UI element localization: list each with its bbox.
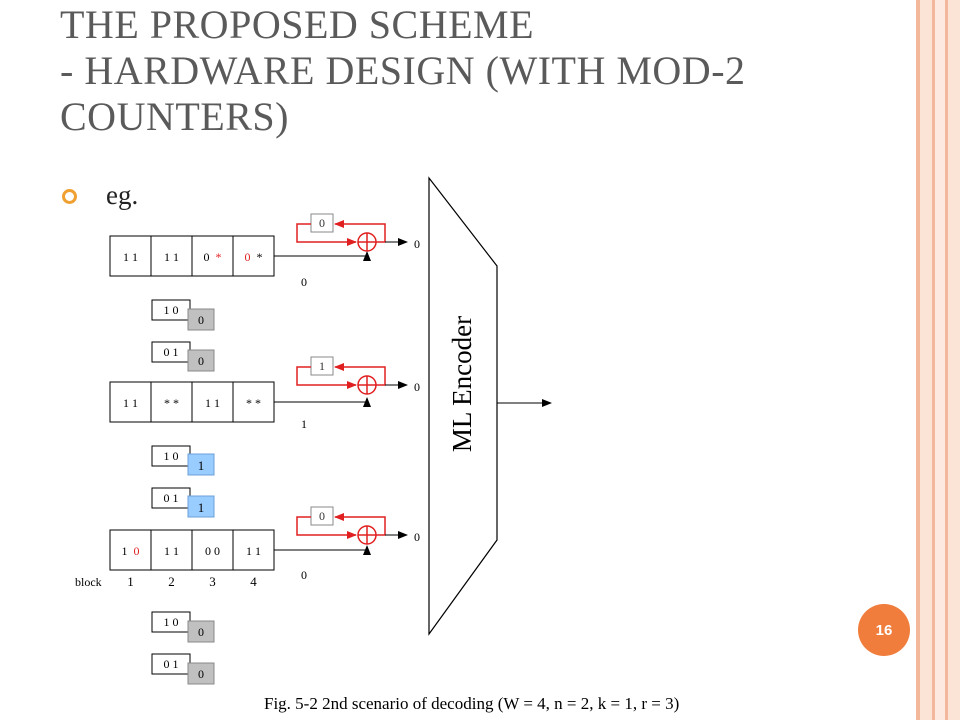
cell-text: * * bbox=[164, 396, 179, 410]
counter-value: 1 bbox=[198, 458, 205, 473]
counter-value-box bbox=[187, 620, 215, 643]
cell-text: 0 * bbox=[245, 250, 263, 264]
feedback-register bbox=[310, 213, 334, 233]
counter-value-box bbox=[187, 453, 215, 476]
encoder-label: ML Encoder bbox=[447, 316, 477, 452]
block-cell bbox=[232, 381, 275, 423]
counter-value-box bbox=[187, 495, 215, 518]
cell-text: 1 0 bbox=[122, 544, 140, 558]
feedback-value: 0 bbox=[319, 509, 325, 523]
counter-label: 0 1 bbox=[164, 345, 179, 359]
counter-value: 0 bbox=[198, 354, 204, 368]
title-line-2: - HARDWARE DESIGN (WITH MOD-2 bbox=[60, 48, 746, 93]
cell-bit-changed: * bbox=[216, 250, 222, 264]
block-cell bbox=[150, 235, 193, 277]
xor-unit-2: 1 1 0 bbox=[274, 356, 420, 431]
ml-encoder: ML Encoder bbox=[428, 176, 552, 636]
cell-bit-changed: 0 bbox=[245, 250, 251, 264]
counter-pair-2: 1 0 1 0 1 1 bbox=[151, 445, 215, 518]
cell-text: 1 1 bbox=[164, 250, 179, 264]
block-cell bbox=[109, 529, 152, 571]
feedback-value: 0 bbox=[319, 216, 325, 230]
counter-value: 0 bbox=[198, 313, 204, 327]
block-number: 2 bbox=[168, 574, 175, 589]
cell-text: 1 1 bbox=[164, 544, 179, 558]
cell-bit: 1 bbox=[122, 544, 128, 558]
cell-text: 1 1 bbox=[123, 250, 138, 264]
block-label: block bbox=[75, 575, 102, 589]
counter-value-box bbox=[187, 349, 215, 372]
block-number: 4 bbox=[250, 574, 257, 589]
xor-unit-3: 0 0 0 bbox=[274, 506, 420, 582]
cell-text: 0 0 bbox=[205, 544, 220, 558]
bullet-ring-icon bbox=[62, 189, 77, 204]
block-cell bbox=[109, 381, 152, 423]
title-line-1: THE PROPOSED SCHEME bbox=[60, 2, 535, 47]
counter-pair-1: 1 0 0 0 1 0 bbox=[151, 299, 215, 372]
block-cell bbox=[191, 529, 234, 571]
block-row-3: 1 0 1 1 0 0 1 1 bbox=[109, 529, 275, 571]
block-number: 1 bbox=[127, 574, 134, 589]
title-line-3: COUNTERS) bbox=[60, 94, 289, 139]
cell-bit-changed: 0 bbox=[134, 544, 140, 558]
cell-bit: 0 bbox=[204, 250, 210, 264]
feedback-register bbox=[310, 356, 334, 376]
slide-right-border bbox=[916, 0, 960, 720]
counter-value-box bbox=[187, 308, 215, 331]
block-row-2: 1 1 * * 1 1 * * bbox=[109, 381, 275, 423]
block-cell bbox=[232, 529, 275, 571]
xor-output-value: 0 bbox=[414, 530, 420, 544]
counter-label: 0 1 bbox=[164, 491, 179, 505]
block-cell bbox=[191, 235, 234, 277]
counter-label: 0 1 bbox=[164, 657, 179, 671]
counter-label: 1 0 bbox=[164, 449, 179, 463]
slide-title: THE PROPOSED SCHEME - HARDWARE DESIGN (W… bbox=[60, 2, 880, 140]
xor-output-value: 0 bbox=[414, 237, 420, 251]
counter-label: 1 0 bbox=[164, 303, 179, 317]
counter-pair-3: 1 0 0 0 1 0 bbox=[151, 611, 215, 685]
block-number: 3 bbox=[209, 574, 216, 589]
xor-input-value: 0 bbox=[301, 568, 307, 582]
cell-text: 1 1 bbox=[246, 544, 261, 558]
xor-output-value: 0 bbox=[414, 380, 420, 394]
counter-label: 1 0 bbox=[164, 615, 179, 629]
counter-value-box bbox=[187, 662, 215, 685]
figure-caption: Fig. 5-2 2nd scenario of decoding (W = 4… bbox=[264, 694, 680, 713]
counter-value: 0 bbox=[198, 625, 204, 639]
cell-text: 1 1 bbox=[205, 396, 220, 410]
xor-unit-1: 0 0 0 bbox=[274, 213, 420, 289]
cell-bit: * bbox=[257, 250, 263, 264]
feedback-value: 1 bbox=[319, 359, 325, 373]
cell-text: 0 * bbox=[204, 250, 222, 264]
xor-input-value: 1 bbox=[301, 417, 307, 431]
counter-value: 1 bbox=[198, 500, 205, 515]
encoder-trapezoid bbox=[428, 176, 498, 636]
counter-value: 0 bbox=[198, 667, 204, 681]
block-row-1: 1 1 1 1 0 * 0 * bbox=[109, 235, 275, 277]
block-cell bbox=[150, 381, 193, 423]
block-index-labels: block 1 2 3 4 bbox=[75, 574, 257, 589]
cell-text: * * bbox=[246, 396, 261, 410]
feedback-register bbox=[310, 506, 334, 526]
page-number-badge: 16 bbox=[858, 604, 910, 656]
bullet-text: eg. bbox=[106, 180, 139, 210]
cell-text: 1 1 bbox=[123, 396, 138, 410]
xor-input-value: 0 bbox=[301, 275, 307, 289]
block-cell bbox=[232, 235, 275, 277]
